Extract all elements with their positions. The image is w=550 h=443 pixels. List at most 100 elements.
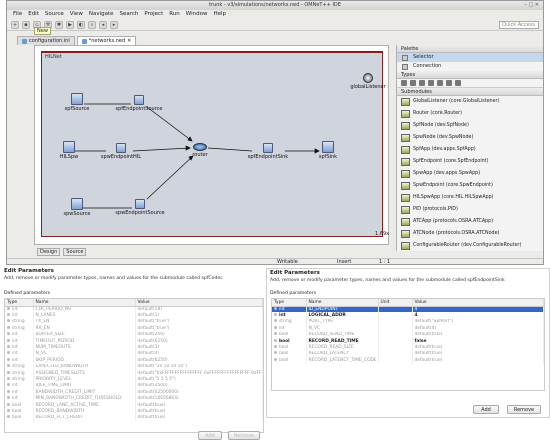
menu-file[interactable]: File [13,11,23,17]
col-value[interactable]: Value [412,299,544,307]
type-icon[interactable] [428,80,434,86]
node-router[interactable]: router [170,143,230,158]
remove-button[interactable]: Remove [228,431,260,440]
quick-access-input[interactable]: Quick Access [499,21,539,29]
add-button[interactable]: Add [198,431,222,440]
palette-submodule-item[interactable]: GlobalListener (core.GlobalListener) [397,96,543,108]
tab-configuration-ini[interactable]: configuration.ini [17,36,75,45]
close-icon[interactable]: ✕ [127,38,132,44]
node-hilspw[interactable]: HILSpw [39,141,99,160]
palette-submodule-item[interactable]: SpwEndpoint (core.SpwEndpoint) [397,180,543,192]
col-name[interactable]: Name [33,299,136,307]
type-icon[interactable] [410,80,416,86]
col-type[interactable]: Type [272,299,307,307]
col-unit[interactable]: Unit [378,299,413,307]
palette-submodule-item[interactable]: ATCNode (protocols.OSRA.ATCNode) [397,228,543,240]
save-icon[interactable]: ▪ [22,20,30,29]
profile-icon[interactable]: ◐ [77,20,85,29]
window-controls[interactable]: – □ ✕ [524,2,539,8]
menu-run[interactable]: Run [169,11,180,17]
menu-window[interactable]: Window [185,11,208,17]
palette-submodule-item[interactable]: SpwNode (dev.SpwNode) [397,132,543,144]
col-value[interactable]: Value [135,299,263,307]
palette-submodule-item[interactable]: SpwApp (dev.apps.SpwApp) [397,168,543,180]
node-spfsource[interactable]: spfSource [47,93,107,112]
menu-project[interactable]: Project [144,11,164,17]
types-header[interactable]: Types [397,71,543,79]
menu-edit[interactable]: Edit [28,11,39,17]
node-spfendpointsource[interactable]: spfEndpointSource [109,95,169,112]
tab-source[interactable]: Source [63,248,87,256]
node-spwendpointsource[interactable]: spwEndpointSource [110,199,170,216]
palette-submodule-item[interactable]: SpfNode (dev.SpfNode) [397,120,543,132]
cell-text: default(true) [137,402,166,408]
run-icon[interactable]: ▶ [66,20,74,29]
type-icon[interactable] [437,80,443,86]
search-icon[interactable]: ⌕ [88,20,96,29]
col-type[interactable]: Type [5,299,34,307]
selector-tool[interactable]: Selector [397,53,543,62]
type-icon[interactable] [419,80,425,86]
node-spwendpointhil[interactable]: spwEndpointHIL [91,143,151,160]
palette-submodule-item[interactable]: ATCApp (protocols.OSRA.ATCApp) [397,216,543,228]
type-icon[interactable] [455,80,461,86]
remove-button[interactable]: Remove [507,405,541,414]
palette-submodule-item[interactable]: SpfApp (dev.apps.SpfApp) [397,144,543,156]
type-icon[interactable] [446,80,452,86]
forward-icon[interactable]: ▸ [110,20,118,29]
menu-help[interactable]: Help [213,11,227,17]
menu-navigate[interactable]: Navigate [88,11,114,17]
palette-submodule-item[interactable]: SpfEndpoint (core.SpfEndpoint) [397,156,543,168]
palette-submodule-item[interactable]: ConfigurableRouter (dev.ConfigurableRout… [397,240,543,252]
palette-submodule-item[interactable]: Router (core.Router) [397,108,543,120]
submodules-header[interactable]: Submodules [397,88,543,96]
menu-search[interactable]: Search [119,11,139,17]
tab-design[interactable]: Design [37,248,61,256]
palette-submodule-item[interactable]: PID (protocols.PID) [397,204,543,216]
debug-icon[interactable]: ✱ [55,20,63,29]
back-icon[interactable]: ◂ [99,20,107,29]
new-icon[interactable]: + [11,20,19,29]
palette-submodule-item[interactable]: HILSpwApp (core.HIL.HILSpwApp) [397,192,543,204]
menu-source[interactable]: Source [44,11,64,17]
node-globallistener[interactable]: globalListener [338,73,398,90]
add-button[interactable]: Add [473,405,499,414]
node-spfendpointsink[interactable]: spfEndpointSink [238,143,298,160]
cell-text: NUM_TIMEOUTS [35,345,71,351]
tab-networks-ned[interactable]: *networks.ned ✕ [76,36,137,45]
type-icon[interactable] [401,80,407,86]
node-spfsink[interactable]: spfSink [298,141,358,160]
menu-view[interactable]: View [69,11,83,17]
col-name[interactable]: Name [306,299,379,307]
node-spwsource[interactable]: spwSource [47,198,107,217]
connection-tool[interactable]: Connection [397,62,543,71]
cell-text: string [12,370,25,376]
